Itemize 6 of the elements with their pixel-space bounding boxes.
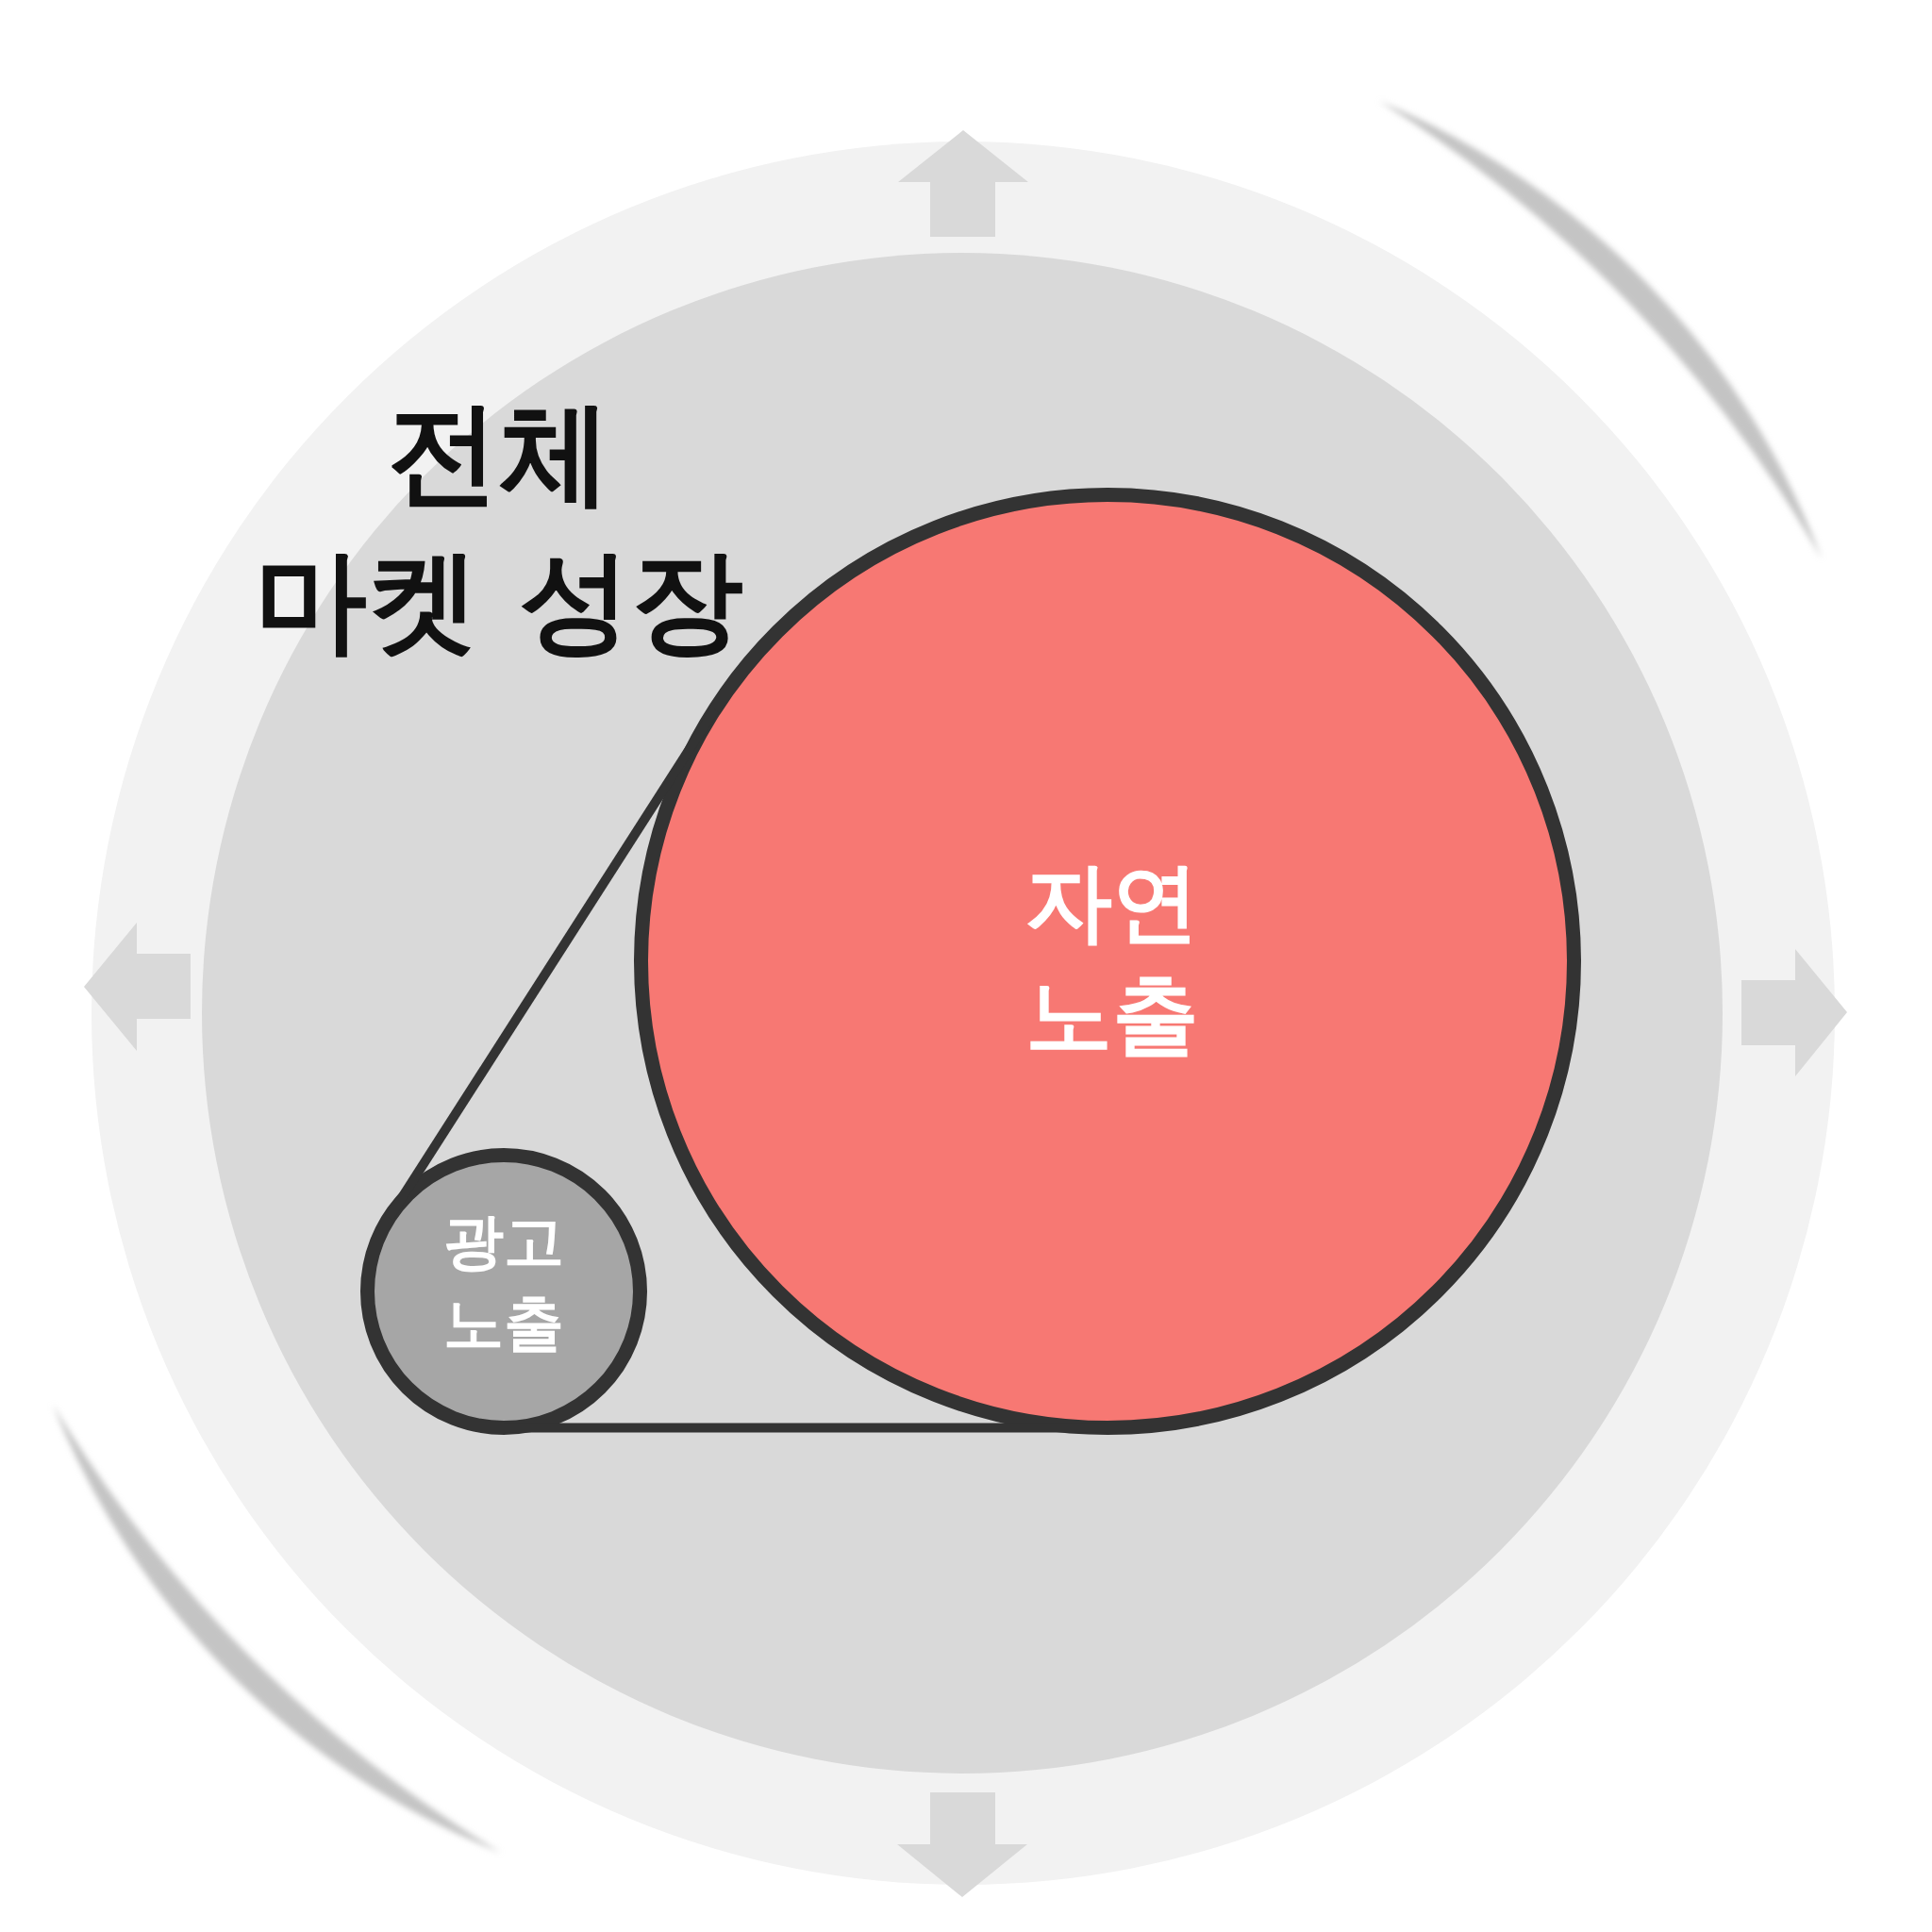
circle-label: 자연 노출 bbox=[1025, 851, 1199, 1068]
circle-heading: 전체 마켓 성장 bbox=[255, 387, 743, 668]
pulley-circle bbox=[360, 1148, 647, 1435]
circle-label: 광고 노출 bbox=[443, 1206, 564, 1360]
inner-circle bbox=[202, 253, 1723, 1774]
outer-circle bbox=[92, 142, 1835, 1885]
